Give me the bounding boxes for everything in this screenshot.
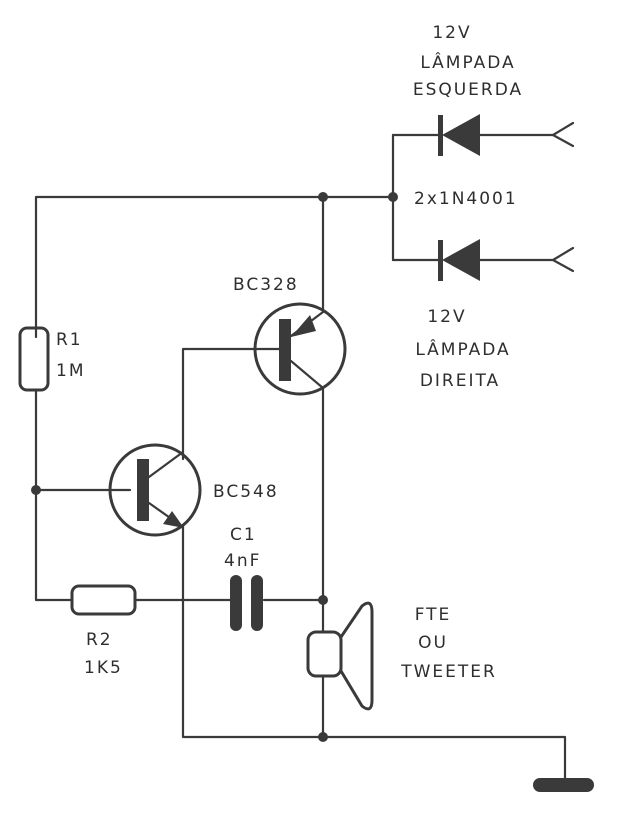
ground-icon: [533, 778, 594, 792]
diode-part-label: 2x1N4001: [414, 189, 518, 209]
transistor-envelope: [253, 302, 347, 396]
diode-top: [438, 114, 480, 156]
speaker-cone-icon: [339, 601, 374, 711]
q1-base-wire: [181, 347, 287, 461]
labels: 12V LÂMPADA ESQUERDA 2x1N4001 12V LÂMPAD…: [56, 23, 523, 682]
diode-cathode-bar: [438, 240, 443, 281]
wires: [34, 121, 575, 780]
diode-bottom-lamp-side-label: DIREITA: [420, 371, 500, 391]
emitter-arrow-icon: [291, 315, 316, 337]
c1-ref-label: C1: [230, 525, 257, 545]
speaker-label-line2: OU: [418, 633, 448, 653]
transistor-bc548: [108, 443, 202, 537]
speaker-magnet: [306, 630, 343, 678]
transistor-envelope: [108, 443, 202, 537]
diode-triangle-icon: [442, 114, 480, 156]
junction-dot: [388, 192, 398, 202]
diode-top-lamp-side-label: ESQUERDA: [413, 80, 523, 100]
diode-cathode-bar: [438, 115, 443, 156]
emitter-arrow-icon: [163, 511, 184, 528]
q2-part-label: BC548: [213, 482, 279, 502]
q1-part-label: BC328: [233, 275, 299, 295]
junction-dot: [31, 485, 41, 495]
diode-top-voltage-label: 12V: [432, 23, 471, 43]
top-rail-wire: [34, 195, 395, 339]
speaker-label-line3: TWEETER: [400, 662, 497, 682]
r1-ref-label: R1: [56, 330, 83, 350]
lamp-left-connector-icon: [551, 121, 575, 148]
transistor-collector-lead: [289, 359, 325, 390]
c1-value-label: 4nF: [224, 551, 261, 571]
diode-bottom-voltage-label: 12V: [427, 307, 466, 327]
junction-dot: [318, 595, 328, 605]
diode-top-lamp-label: LÂMPADA: [420, 51, 515, 73]
capacitor-plate: [230, 575, 242, 631]
transistor-base-bar: [279, 319, 291, 381]
transistor-bc328: [253, 302, 347, 396]
diode-bottom-lamp-label: LÂMPADA: [415, 338, 510, 360]
resistor-r2: [70, 584, 137, 616]
junction-dot: [318, 732, 328, 742]
transistor-base-bar: [137, 459, 149, 521]
left-wire-lower: [34, 388, 74, 602]
capacitor-plate: [251, 575, 263, 631]
transistor-collector-lead: [147, 450, 185, 479]
lamp-right-connector-icon: [551, 246, 575, 273]
r2-value-label: 1K5: [84, 658, 123, 678]
junctions: [31, 192, 398, 742]
r1-value-label: 1M: [56, 361, 85, 381]
r2-ref-label: R2: [86, 630, 113, 650]
speaker-label-line1: FTE: [415, 605, 452, 625]
capacitor-c1: [230, 575, 263, 631]
speaker-tweeter: [306, 601, 374, 711]
diode-bottom: [438, 239, 480, 281]
q2-emitter-wire: [181, 525, 567, 780]
junction-dot: [318, 192, 328, 202]
resistor-r1: [18, 326, 50, 392]
diode-triangle-icon: [442, 239, 480, 281]
